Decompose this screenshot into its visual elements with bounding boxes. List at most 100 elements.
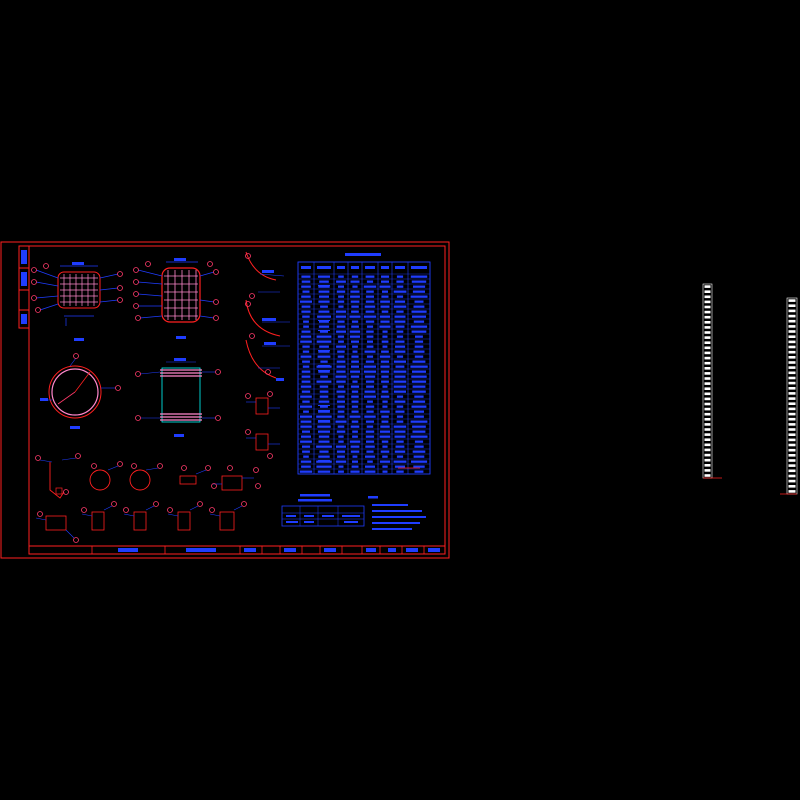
table-cell — [394, 435, 406, 438]
side-table-row — [704, 351, 711, 355]
table-cell — [336, 345, 346, 348]
table-cell — [396, 470, 404, 473]
table-cell — [302, 315, 310, 318]
table-cell — [365, 380, 375, 383]
side-table-row — [704, 377, 711, 380]
table-header-cell — [317, 266, 331, 269]
table-cell — [352, 430, 358, 433]
section-rect-small — [31, 262, 123, 341]
table-bar-sketch — [318, 350, 330, 351]
side-table-a — [702, 283, 722, 479]
table-cell — [395, 410, 405, 413]
side-table-row — [704, 382, 711, 385]
table-cell — [316, 335, 332, 338]
table-cell — [300, 385, 312, 388]
table-cell — [351, 320, 359, 323]
table-cell — [410, 295, 428, 298]
table-cell — [337, 335, 345, 338]
table-cell — [301, 370, 311, 373]
side-table-row — [704, 300, 711, 304]
table-cell — [380, 370, 390, 373]
table-cell — [352, 380, 358, 383]
side-table-row — [788, 438, 796, 442]
table-cell — [393, 460, 407, 463]
table-cell — [393, 380, 407, 383]
table-cell — [335, 420, 347, 423]
side-table-row — [704, 310, 711, 314]
binding-strip — [18, 245, 30, 329]
side-table-row — [788, 407, 796, 411]
side-table-row — [788, 381, 796, 385]
side-table-row — [704, 423, 711, 426]
table-cell — [396, 440, 404, 443]
side-table-row — [704, 346, 711, 350]
table-cell — [413, 350, 425, 353]
table-cell — [394, 315, 406, 318]
table-cell — [414, 345, 424, 348]
side-table-row — [704, 290, 711, 293]
table-cell — [319, 390, 329, 393]
table-cell — [410, 325, 428, 328]
table-cell — [394, 320, 406, 323]
side-table-row — [788, 443, 796, 447]
table-cell — [337, 385, 345, 388]
table-cell — [351, 420, 359, 423]
table-cell — [336, 450, 346, 453]
side-table-row — [788, 376, 796, 380]
side-table-row — [788, 371, 796, 375]
table-cell — [395, 340, 405, 343]
table-cell — [317, 420, 331, 423]
table-cell — [316, 460, 332, 463]
table-cell — [396, 405, 404, 408]
table-cell — [320, 375, 328, 378]
table-cell — [365, 320, 375, 323]
side-table-row — [704, 315, 711, 319]
table-cell — [379, 355, 391, 358]
table-cell — [301, 280, 311, 283]
table-cell — [337, 425, 345, 428]
table-cell — [396, 330, 404, 333]
table-cell — [302, 350, 310, 353]
table-cell — [338, 465, 344, 468]
table-cell — [364, 375, 376, 378]
side-table-row — [788, 299, 796, 302]
table-cell — [394, 450, 406, 453]
side-table-row — [704, 321, 711, 324]
table-cell — [396, 455, 404, 458]
table-cell — [363, 365, 376, 368]
table-cell — [338, 285, 344, 288]
table-cell — [366, 450, 374, 453]
table-cell — [364, 395, 376, 398]
table-cell — [366, 335, 374, 338]
table-cell — [317, 470, 331, 473]
table-cell — [411, 380, 427, 383]
table-cell — [365, 455, 376, 458]
table-cell — [320, 305, 328, 308]
table-cell — [351, 275, 359, 278]
table-cell — [301, 305, 311, 308]
table-cell — [337, 300, 345, 303]
table-cell — [396, 310, 404, 313]
table-cell — [302, 400, 310, 403]
table-cell — [351, 395, 359, 398]
table-bar-sketch — [318, 420, 330, 421]
table-cell — [317, 425, 331, 428]
table-cell — [394, 300, 406, 303]
table-cell — [364, 305, 376, 308]
table-cell — [336, 325, 346, 328]
sheet-frame — [0, 241, 450, 559]
table-cell — [380, 425, 390, 428]
section-rect-large — [133, 258, 219, 339]
notes-block — [368, 496, 426, 530]
table-cell — [351, 360, 359, 363]
side-table-row — [788, 412, 796, 416]
side-table-row — [704, 326, 711, 329]
side-table-row — [704, 407, 711, 411]
table-cell — [413, 305, 425, 308]
table-cell — [351, 365, 359, 368]
table-header-cell — [395, 266, 405, 269]
table-bar-sketch — [318, 370, 330, 371]
table-cell — [318, 370, 330, 373]
side-table-row — [704, 356, 711, 360]
